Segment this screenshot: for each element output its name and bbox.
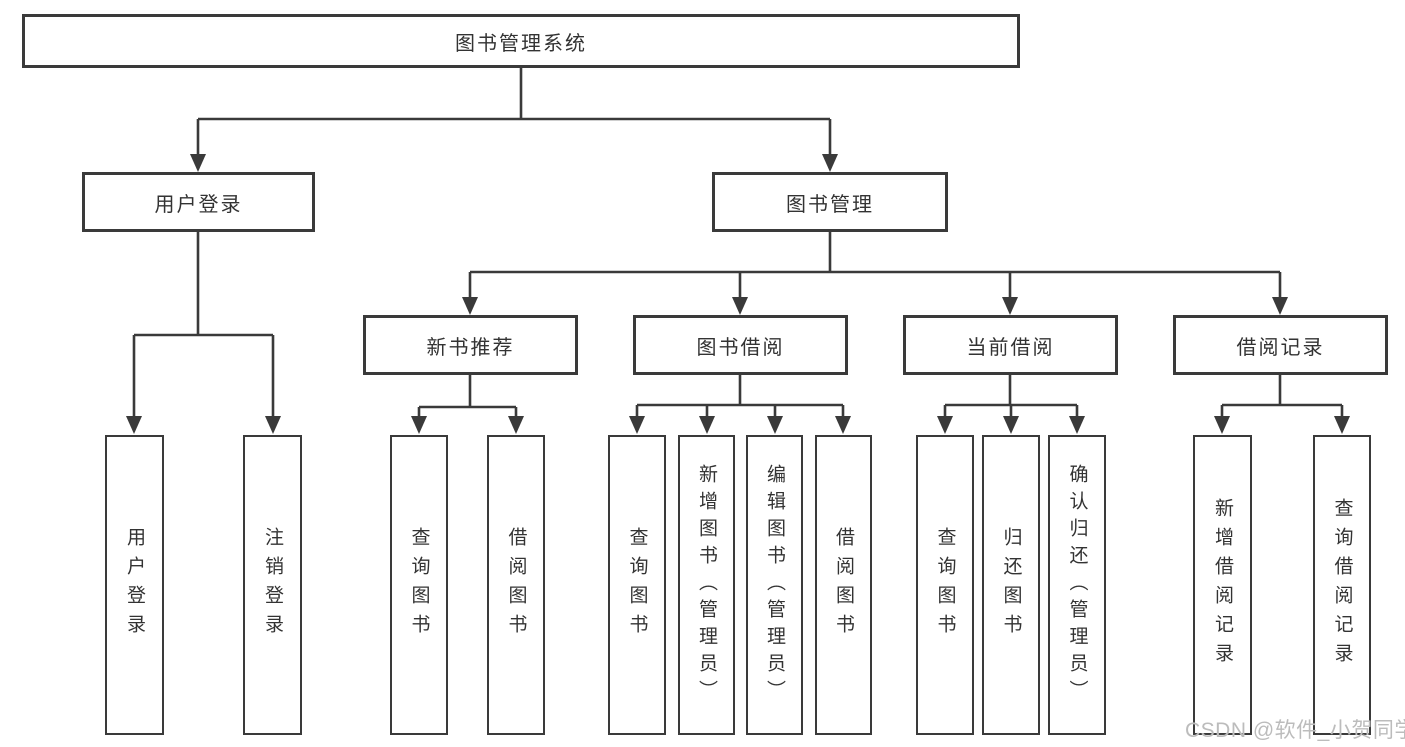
leaf-label: 查询图书 [408,527,430,643]
leaf-label: 借阅图书 [505,527,527,643]
leaf-label: 注销登录 [262,527,283,643]
leaf-edit-books-admin: 编辑图书（管理员） [746,435,803,735]
connector-bookmgmt-to-level3 [462,232,1288,315]
leaf-label: 用户登录 [124,527,145,643]
leaf-borrowing-query-books: 查询图书 [608,435,666,735]
leaf-newbook-query-books: 查询图书 [390,435,448,735]
connector-userlogin-to-leaves [126,232,281,434]
node-new-book-recommendation: 新书推荐 [363,315,578,375]
connector-records-to-leaves [1214,375,1350,434]
leaf-label: 编辑图书（管理员） [764,463,785,707]
node-book-management: 图书管理 [712,172,948,232]
leaf-label: 新增借阅记录 [1212,498,1233,672]
csdn-watermark: CSDN @软件_小贺同学 [1185,719,1405,742]
connector-borrowing-to-leaves [629,375,851,434]
leaf-label: 归还图书 [1000,527,1022,643]
leaf-label: 查询图书 [626,527,648,643]
leaf-user-login: 用户登录 [105,435,164,735]
node-current-borrowing: 当前借阅 [903,315,1118,375]
node-label: 图书借阅 [696,336,785,359]
leaf-label: 新增图书（管理员） [696,463,717,707]
leaf-current-query-books: 查询图书 [916,435,974,735]
leaf-label: 借阅图书 [833,527,854,643]
leaf-query-borrow-record: 查询借阅记录 [1313,435,1371,735]
connector-root-to-level2 [190,68,838,172]
node-borrowing-records: 借阅记录 [1173,315,1388,375]
node-user-login: 用户登录 [82,172,315,232]
node-label: 图书管理系统 [455,32,587,55]
leaf-confirm-return-admin: 确认归还（管理员） [1048,435,1106,735]
leaf-label: 确认归还（管理员） [1066,463,1088,707]
leaf-label: 查询图书 [934,527,956,643]
connector-newbook-to-leaves [411,375,524,434]
node-label: 当前借阅 [966,336,1055,359]
node-label: 新书推荐 [426,336,515,359]
leaf-label: 查询借阅记录 [1331,498,1353,672]
leaf-add-borrow-record: 新增借阅记录 [1193,435,1252,735]
node-label: 图书管理 [786,193,874,216]
node-label: 借阅记录 [1236,336,1325,359]
leaf-add-books-admin: 新增图书（管理员） [678,435,735,735]
leaf-logout: 注销登录 [243,435,302,735]
leaf-borrow-books: 借阅图书 [815,435,872,735]
connector-current-to-leaves [937,375,1085,434]
leaf-newbook-borrow-books: 借阅图书 [487,435,545,735]
leaf-return-books: 归还图书 [982,435,1040,735]
node-label: 用户登录 [154,193,243,216]
node-book-borrowing: 图书借阅 [633,315,848,375]
node-library-management-system: 图书管理系统 [22,14,1020,68]
